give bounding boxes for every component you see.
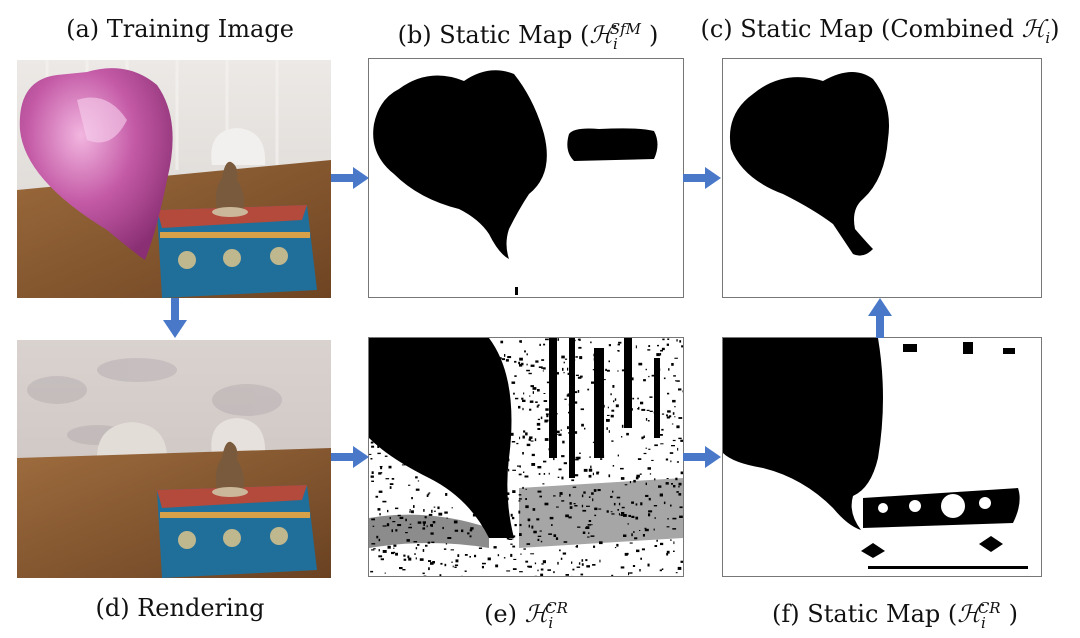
static-map-sfm xyxy=(368,58,684,298)
arrow-f-to-c xyxy=(868,298,892,338)
static-map-combined xyxy=(722,58,1042,298)
arrow-e-to-f xyxy=(683,446,721,468)
arrow-a-to-b xyxy=(331,167,369,189)
caption-f: (f) Static Map (ℋiCR) xyxy=(772,599,1018,632)
caption-d: (d) Rendering xyxy=(95,594,265,622)
training-image xyxy=(17,60,331,298)
cr-map xyxy=(368,337,684,577)
rendering-image xyxy=(17,340,331,578)
arrow-a-to-d xyxy=(163,298,187,338)
arrow-d-to-e xyxy=(331,446,369,468)
caption-c: (c) Static Map (Combined ℋi) xyxy=(700,15,1060,47)
caption-e: (e) ℋiCR xyxy=(484,599,568,632)
caption-b: (b) Static Map (ℋiSfM) xyxy=(397,20,659,53)
arrow-b-to-c xyxy=(683,167,721,189)
caption-a: (a) Training Image xyxy=(66,15,294,43)
static-map-cr xyxy=(722,337,1042,577)
